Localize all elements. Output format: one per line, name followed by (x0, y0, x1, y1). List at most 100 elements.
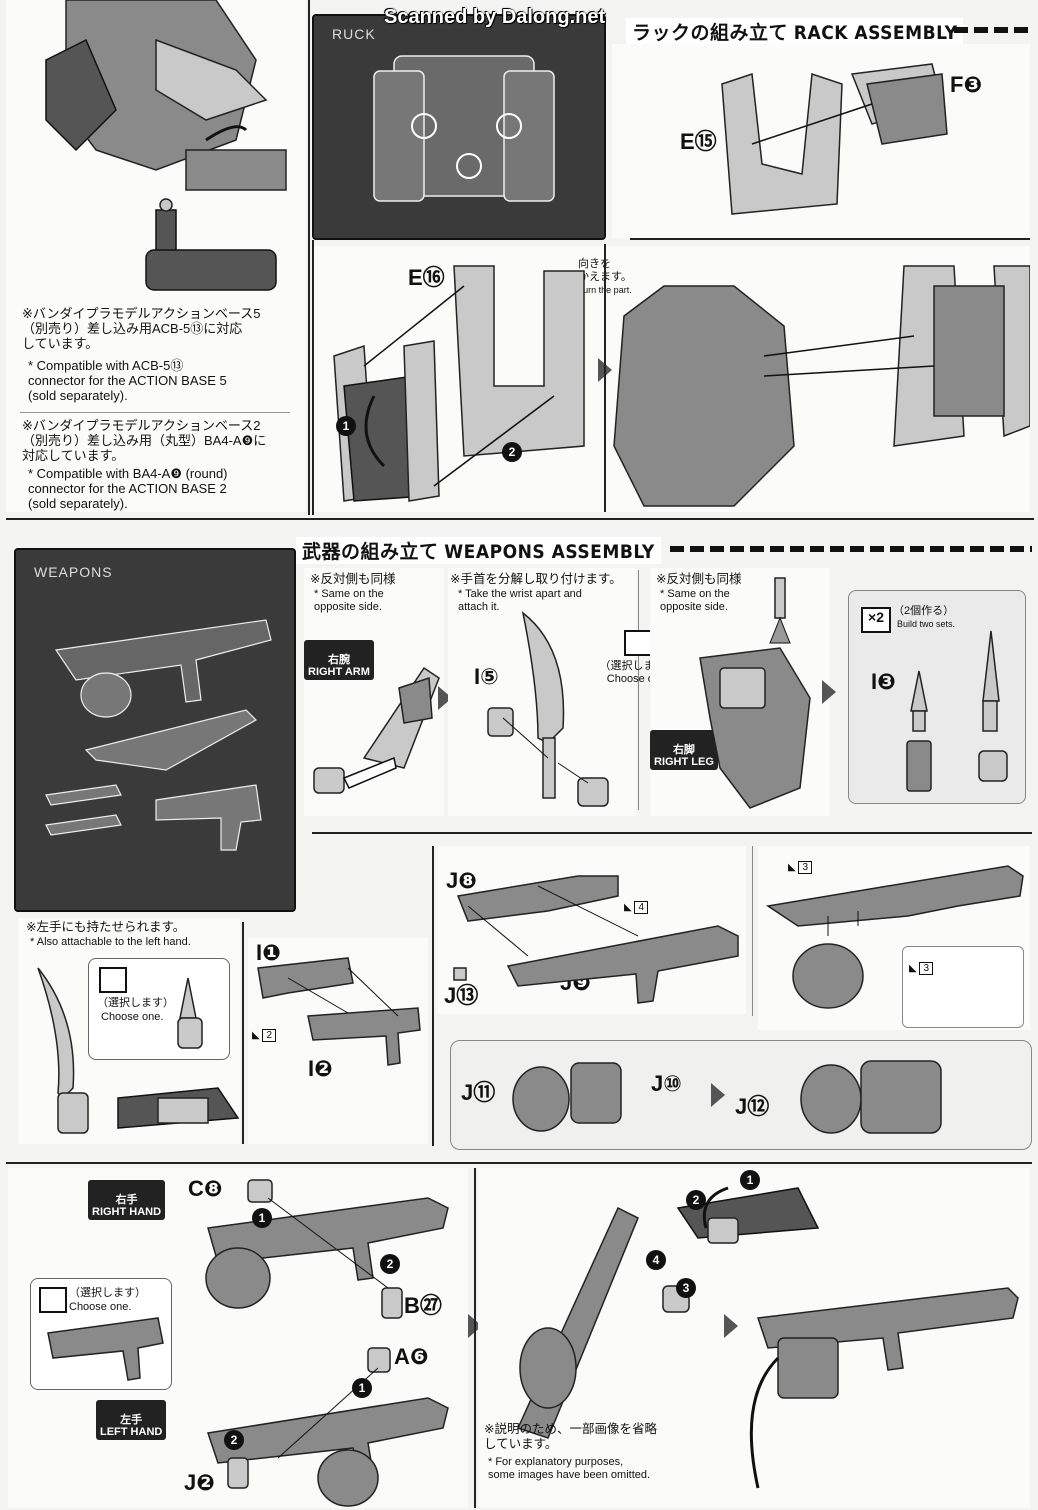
rack-hline (630, 238, 1030, 240)
wrist-note-jp: ※手首を分解し取り付けます。 (450, 572, 622, 586)
right-leg-en: RIGHT LEG (654, 756, 714, 768)
part-label-i3: I❸ (871, 669, 896, 694)
right-hand-en: RIGHT HAND (92, 1206, 162, 1218)
right-hand-jp: 右手 (115, 1194, 138, 1206)
part-label-j2: J❷ (184, 1470, 215, 1495)
rack-header-jp: ラックの組み立て (632, 23, 789, 44)
launcher-assembly-panel: ◣ 3 ◣ 3 (758, 846, 1030, 1030)
final-step-2: 2 (686, 1190, 706, 1210)
cut-mark-3a: ◣ 3 (788, 861, 813, 874)
hand-step-2a: 2 (380, 1254, 400, 1274)
hand-step-2b: 2 (224, 1430, 244, 1450)
final-step-4: 4 (646, 1250, 666, 1270)
next-arrow (711, 1083, 725, 1107)
ba4-note-jp: ※バンダイプラモデルアクションベース2 （別売り）差し込み用（丸型）BA4-A❾… (22, 418, 267, 463)
next-arrow (822, 680, 836, 704)
part-label-e15: E⑮ (680, 129, 717, 154)
next-arrow (724, 1314, 738, 1338)
hand-step-1a: 1 (252, 1208, 272, 1228)
part-label-j13: J⑬ (444, 983, 479, 1008)
ruck-panel: RUCK (312, 14, 606, 240)
choose-jp: （選択します） (97, 997, 174, 1009)
omitted-note-en: * For explanatory purposes, some images … (488, 1456, 651, 1481)
same-opposite-jp-2: ※反対側も同様 (656, 572, 742, 586)
right-leg-illustration (699, 577, 811, 809)
weapons-vline-left (242, 922, 244, 1144)
part-label-j8: J❽ (446, 868, 477, 893)
weapon-step-wrist: ※手首を分解し取り付けます。 * Take the wrist apart an… (448, 568, 636, 816)
part-label-j12: J⑫ (735, 1094, 770, 1119)
weapons-panel-label: WEAPONS (34, 564, 113, 580)
wrist-note-en: * Take the wrist apart and attach it. (458, 588, 582, 613)
choose-box: （選択します） Choose one. (88, 958, 230, 1060)
dagger-illustration (906, 630, 1008, 792)
ruck-label: RUCK (332, 26, 376, 42)
grip-assembly-panel: I❶ I❷ ◣ 2 (248, 938, 428, 1144)
weapons-hline-1 (312, 832, 1032, 834)
rifle-parts-illustration (453, 875, 739, 1004)
right-leg-jp: 右脚 (672, 744, 695, 756)
rifle-assembly-panel: J❽ J❾ J⑬ ◣ 4 (438, 846, 746, 1014)
weapons-header-en: WEAPONS ASSEMBLY (444, 541, 655, 563)
choose-icon (624, 630, 652, 656)
section-divider (6, 518, 1034, 520)
right-arm-illustration (313, 666, 440, 794)
build-two-jp: （2個作る） (893, 605, 955, 617)
cut-mark-3b: ◣ 3 (909, 962, 934, 975)
arm-detail-panel: ※バンダイプラモデルアクションベース5 （別売り）差し込み用ACB-5⑬に対応 … (6, 0, 306, 512)
right-arm-jp: 右腕 (327, 654, 350, 666)
final-step-3: 3 (676, 1278, 696, 1298)
rifle-launcher-illustration (766, 865, 1024, 1009)
rack-step1-panel: E⑮ F❸ (612, 44, 1030, 238)
part-label-c8: C❽ (188, 1176, 223, 1201)
same-opposite-en-2: * Same on the opposite side. (660, 588, 730, 613)
rack-header-en: RACK ASSEMBLY (793, 22, 958, 44)
knife-illustration (487, 611, 609, 807)
wrist-vline (638, 570, 639, 810)
ruck-illustration (373, 55, 555, 202)
same-opposite-en: * Same on the opposite side. (314, 588, 384, 613)
build-two-en: Build two sets. (897, 619, 956, 629)
rack-vline-2 (604, 244, 606, 512)
acb-note-jp: ※バンダイプラモデルアクションベース5 （別売り）差し込み用ACB-5⑬に対応 … (22, 306, 261, 351)
left-hand-en: LEFT HAND (100, 1426, 163, 1438)
bottom-vline (474, 1168, 476, 1508)
note-divider (20, 412, 290, 413)
x2-badge: ×2 (861, 607, 891, 633)
knife-in-hand-illustration (37, 967, 240, 1134)
weapons-panel: WEAPONS (14, 548, 296, 912)
magazine-illustration (512, 1060, 942, 1134)
choose-icon (39, 1287, 67, 1313)
weapons-illustration (45, 619, 272, 851)
left-hand-note-en: * Also attachable to the left hand. (30, 936, 191, 948)
rack-frame-illustration (721, 63, 948, 215)
part-label-i5: I⑤ (474, 664, 499, 689)
weapons-hline-2 (6, 1162, 1032, 1164)
left-hand-note-jp: ※左手にも持たせられます。 (26, 920, 186, 934)
part-label-i1: I❶ (256, 940, 281, 965)
hand-rifle-illustration (47, 1179, 449, 1507)
part-label-e16: E⑯ (408, 265, 445, 290)
arm-illustration (45, 0, 287, 291)
rack-attach-illustration (333, 265, 1030, 507)
rack-header-stripe (954, 27, 1034, 33)
hand-step-1b: 1 (352, 1378, 372, 1398)
watermark: Scanned by Dalong.net (384, 6, 606, 28)
rack-header: ラックの組み立て RACK ASSEMBLY (626, 18, 964, 45)
same-opposite-jp: ※反対側も同様 (310, 572, 396, 586)
right-arm-en: RIGHT ARM (308, 666, 370, 678)
part-label-f3: F❸ (950, 72, 983, 97)
choose-jp: （選択します） (69, 1287, 146, 1299)
build-two-panel: ×2 （2個作る） Build two sets. I❸ (848, 590, 1026, 804)
final-assembly-panel: 1 2 4 3 ※説明のため、一部画像を省略 しています。 * For expl… (478, 1168, 1030, 1508)
choose-en: Choose one. (101, 1011, 164, 1023)
left-hand-alt-panel: ※左手にも持たせられます。 * Also attachable to the l… (18, 918, 240, 1144)
part-label-b27: B㉗ (404, 1293, 442, 1318)
final-step-1: 1 (740, 1170, 760, 1190)
rack-step-1: 1 (336, 416, 356, 436)
rack-step2-panel: E⑯ 向きを かえます。 Turn the part. 1 2 (314, 246, 1030, 512)
